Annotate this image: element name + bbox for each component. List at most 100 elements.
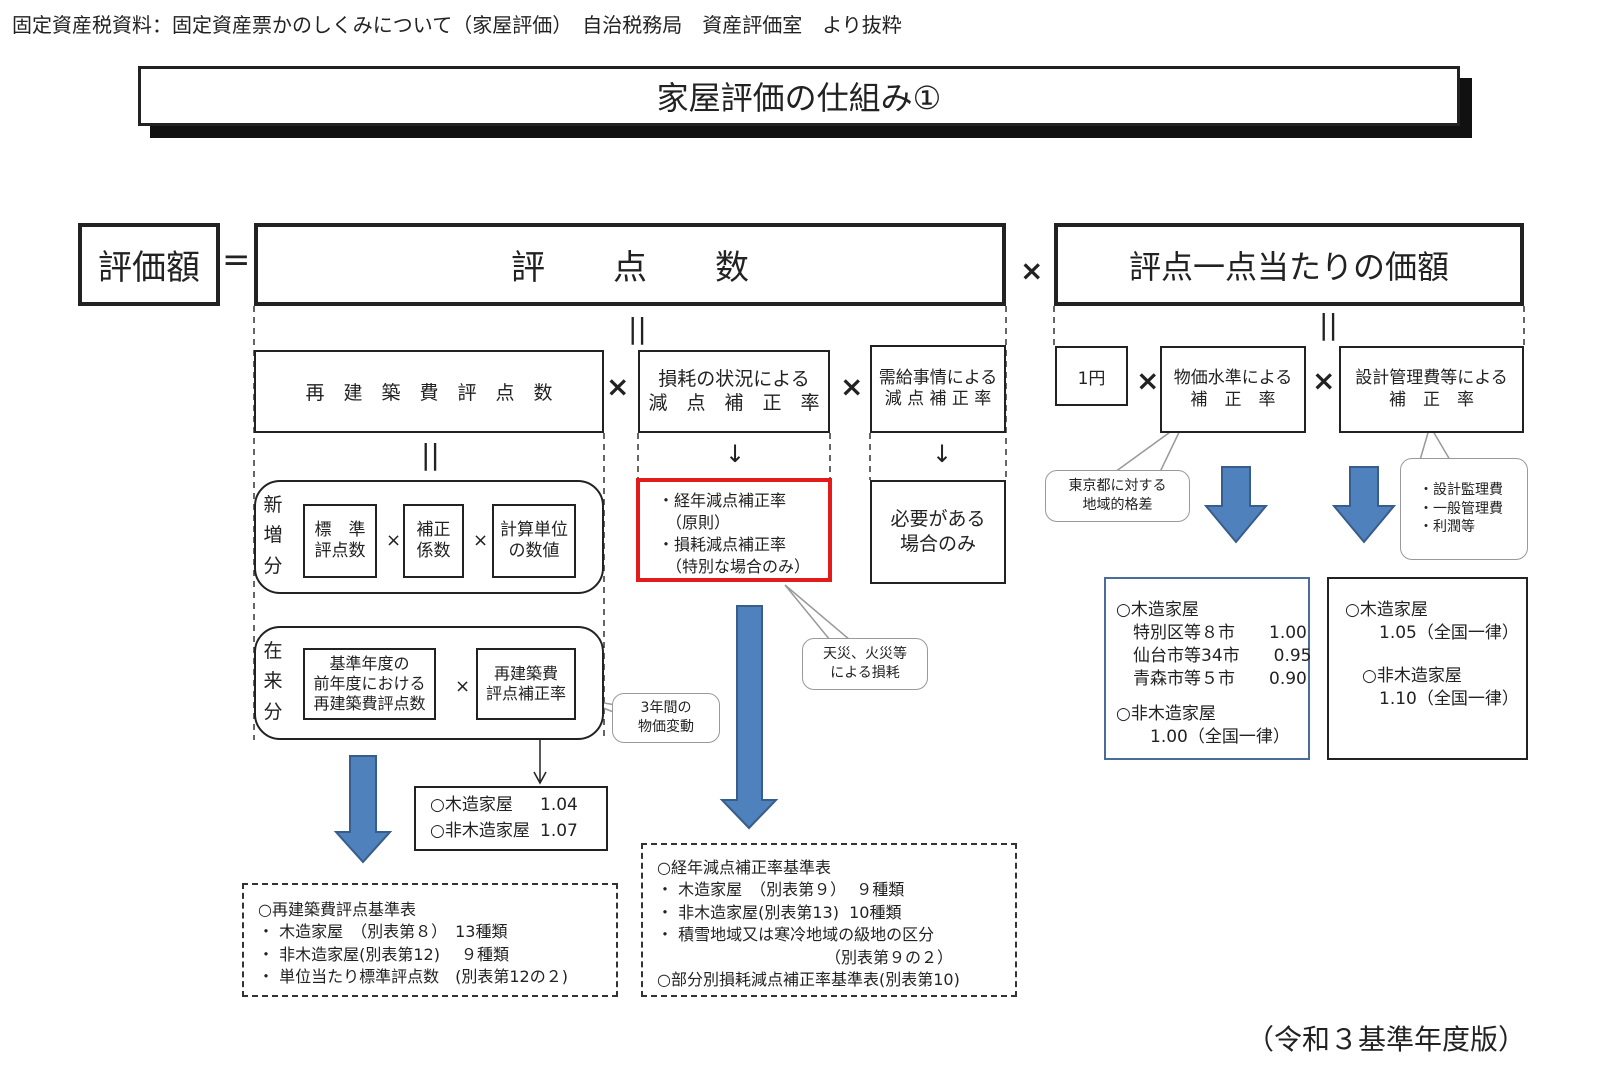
blue-down-arrow xyxy=(1203,466,1269,544)
prior-year-points-box: 基準年度の前年度における再建築費評点数 xyxy=(303,648,436,720)
existing-label: 在来分 xyxy=(263,640,283,723)
label: 係数 xyxy=(416,541,451,561)
unit-value-box: 計算単位の数値 xyxy=(492,504,576,578)
label: 天災、火災等 xyxy=(823,646,907,663)
page-title: 家屋評価の仕組み① xyxy=(138,66,1460,126)
label: ・ 木造家屋 （別表第８） 13種類 xyxy=(258,922,508,942)
equivalent-sign: || xyxy=(421,438,440,471)
label: ・経年減点補正率 xyxy=(658,491,787,510)
label: ・一般管理費 xyxy=(1419,500,1503,517)
value: 1.07 xyxy=(540,820,578,841)
label: ・利潤等 xyxy=(1419,519,1475,536)
one-yen-box: 1円 xyxy=(1055,346,1128,406)
label: 地域的格差 xyxy=(1082,497,1153,513)
label: ・設計監理費 xyxy=(1419,481,1503,498)
label: 3年間の xyxy=(640,700,692,717)
multiply-sign: × xyxy=(473,530,489,551)
label: の数値 xyxy=(508,541,560,561)
rebuild-standard-table-note: ○再建築費評点基準表 ・ 木造家屋 （別表第８） 13種類 ・ 非木造家屋(別表… xyxy=(242,883,618,997)
label: 1.00（全国一律） xyxy=(1116,726,1290,747)
depreciation-highlight-box: ・経年減点補正率 （原則） ・損耗減点補正率 （特別な場合のみ） xyxy=(636,478,832,582)
label: 物価水準による xyxy=(1173,368,1293,389)
label: 1.10（全国一律） xyxy=(1345,688,1519,709)
multiply-sign: × xyxy=(386,530,402,551)
label: 青森市等５市 0.90 xyxy=(1116,668,1307,689)
supply-rate-box: 需給事情による減 点 補 正 率 xyxy=(870,345,1006,433)
down-arrow-icon: ↓ xyxy=(932,440,953,468)
label: ○木造家屋 xyxy=(1345,600,1428,620)
multiply-sign: × xyxy=(1312,364,1336,397)
price-level-rate-box: 物価水準による補 正 率 xyxy=(1160,346,1306,433)
label: 物価変動 xyxy=(638,719,694,735)
label: ○再建築費評点基準表 xyxy=(258,900,416,919)
multiply-sign: × xyxy=(1136,364,1160,397)
label: ○非木造家屋 xyxy=(1345,665,1462,686)
equivalent-sign: || xyxy=(1319,308,1338,341)
label: ・ 積雪地域又は寒冷地域の級地の区分 xyxy=(657,925,935,945)
label: ○部分別損耗減点補正率基準表(別表第10) xyxy=(657,969,960,989)
multiply-sign: × xyxy=(1020,254,1044,287)
blue-down-arrow xyxy=(1331,466,1397,544)
label: ・ 非木造家屋(別表第13) 10種類 xyxy=(657,902,902,922)
label: ○木造家屋 xyxy=(1116,600,1199,620)
label: 需給事情による xyxy=(878,367,998,388)
design-mgmt-rate-box: 設計管理費等による補 正 率 xyxy=(1339,346,1524,433)
new-additions-label: 新増分 xyxy=(263,494,283,577)
callout-pointer xyxy=(784,584,853,641)
label: 再建築費評点数 xyxy=(313,694,426,713)
label: ○非木造家屋 xyxy=(430,820,530,841)
label: 減 点 補 正 率 xyxy=(648,391,820,414)
label: ・損耗減点補正率 xyxy=(658,535,787,555)
label: （原則） xyxy=(658,513,731,533)
label: 計算単位 xyxy=(500,519,568,540)
multiply-sign: × xyxy=(606,370,630,403)
callout-price-change: 3年間の物価変動 xyxy=(612,693,720,743)
label: （別表第９の２） xyxy=(657,947,954,967)
label: ○木造家屋 xyxy=(430,795,513,815)
callout-disaster: 天災、火災等による損耗 xyxy=(802,638,928,690)
label: 再建築費 xyxy=(493,664,558,683)
label: 補正 xyxy=(416,519,451,540)
label: 補 正 率 xyxy=(1389,389,1474,410)
label: 損耗の状況による xyxy=(658,367,810,390)
label: ・ 木造家屋 （別表第９） ９種類 xyxy=(657,880,905,900)
depreciation-table-note: ○経年減点補正率基準表 ・ 木造家屋 （別表第９） ９種類 ・ 非木造家屋(別表… xyxy=(641,843,1017,997)
callout-costs: ・設計監理費・一般管理費・利潤等 xyxy=(1400,458,1528,560)
label: 評点数 xyxy=(314,541,366,561)
blue-down-arrow xyxy=(719,605,779,830)
design-mgmt-rates-box: ○木造家屋 1.05（全国一律） ○非木造家屋 1.10（全国一律） xyxy=(1327,577,1528,760)
multiply-sign: × xyxy=(455,676,471,697)
label: 仙台市等34市 0.95 xyxy=(1116,645,1312,666)
price-level-rates-box: ○木造家屋 特別区等８市 1.00 仙台市等34市 0.95 青森市等５市 0.… xyxy=(1104,577,1312,760)
blue-down-arrow xyxy=(333,755,393,864)
label: 特別区等８市 1.00 xyxy=(1116,622,1307,643)
spacer xyxy=(1116,691,1308,703)
value: 1.04 xyxy=(540,795,578,815)
equivalent-sign: || xyxy=(628,312,647,345)
rebuild-points-box: 再 建 築 費 評 点 数 xyxy=(254,350,604,433)
edition-footer: （令和３基準年度版） xyxy=(1245,1023,1526,1056)
rebuild-correction-box: 再建築費評点補正率 xyxy=(476,648,576,720)
label: ○経年減点補正率基準表 xyxy=(657,858,831,877)
wear-rate-box: 損耗の状況による減 点 補 正 率 xyxy=(638,350,830,433)
label: 評点補正率 xyxy=(485,684,566,703)
price-per-point-box: 評点一点当たりの価額 xyxy=(1054,223,1524,306)
label: 設計管理費等による xyxy=(1355,368,1508,389)
label: ・ 非木造家屋(別表第12) ９種類 xyxy=(258,944,510,964)
label: 必要がある xyxy=(890,508,986,531)
label: 減 点 補 正 率 xyxy=(884,389,992,409)
only-if-needed-box: 必要がある場合のみ xyxy=(870,480,1006,584)
multiply-sign: × xyxy=(840,370,864,403)
callout-regional-gap: 東京都に対する地域的格差 xyxy=(1045,470,1190,522)
label: 補 正 率 xyxy=(1190,389,1276,410)
label: 東京都に対する xyxy=(1068,478,1167,495)
label: 基準年度の xyxy=(329,654,410,673)
label: 1.05（全国一律） xyxy=(1345,622,1519,643)
label: ○非木造家屋 xyxy=(1116,703,1216,724)
standard-points-box: 標 準評点数 xyxy=(303,504,377,578)
points-box: 評 点 数 xyxy=(254,223,1006,306)
label: 場合のみ xyxy=(899,533,976,555)
label: による損耗 xyxy=(830,665,900,681)
equals-sign: = xyxy=(222,240,251,280)
correction-coefficient-box: 補正係数 xyxy=(403,504,464,578)
